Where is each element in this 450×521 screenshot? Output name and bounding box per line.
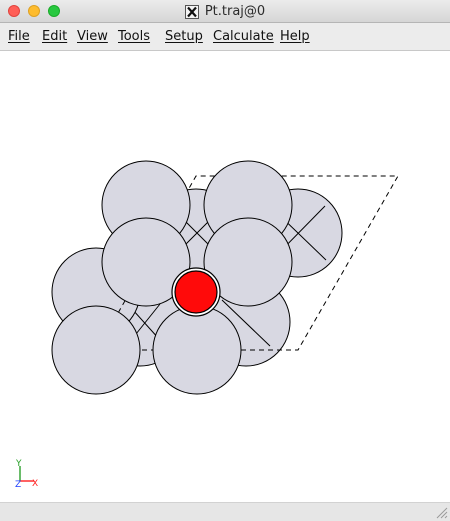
atom[interactable] — [51, 305, 141, 395]
menu-edit[interactable]: Edit — [42, 29, 68, 44]
close-window-button[interactable] — [8, 5, 20, 17]
menu-view[interactable]: View — [77, 29, 108, 44]
atom[interactable] — [152, 305, 242, 395]
menu-setup[interactable]: Setup — [165, 29, 203, 44]
structure-view-canvas[interactable]: Y Z X — [0, 51, 450, 502]
title-bar[interactable]: Pt.traj@0 — [0, 0, 450, 23]
menu-calculate[interactable]: Calculate — [213, 29, 274, 44]
top-atom-layer — [51, 160, 293, 395]
structure-view-svg[interactable]: Y Z X — [0, 51, 450, 502]
y-axis-label: Y — [15, 459, 22, 469]
adsorbate-core — [174, 270, 218, 314]
window-title-group: Pt.traj@0 — [0, 0, 450, 23]
x11-icon — [184, 4, 199, 19]
adsorbate-atom[interactable] — [171, 267, 221, 317]
menu-file[interactable]: File — [8, 29, 30, 44]
menu-bar: File Edit View Tools Setup Calculate Hel… — [0, 23, 450, 51]
atom[interactable] — [101, 217, 191, 307]
window-title: Pt.traj@0 — [204, 4, 266, 19]
atom[interactable] — [203, 217, 293, 307]
status-bar — [0, 502, 450, 521]
bond-lines — [221, 299, 271, 347]
axis-indicator: Y Z X — [15, 459, 38, 490]
minimize-window-button[interactable] — [28, 5, 40, 17]
resize-grip-icon[interactable] — [436, 507, 448, 519]
menu-help[interactable]: Help — [280, 29, 310, 44]
x-axis-label: X — [32, 479, 38, 489]
maximize-window-button[interactable] — [48, 5, 60, 17]
menu-tools[interactable]: Tools — [118, 29, 151, 44]
z-axis-label: Z — [15, 480, 21, 490]
